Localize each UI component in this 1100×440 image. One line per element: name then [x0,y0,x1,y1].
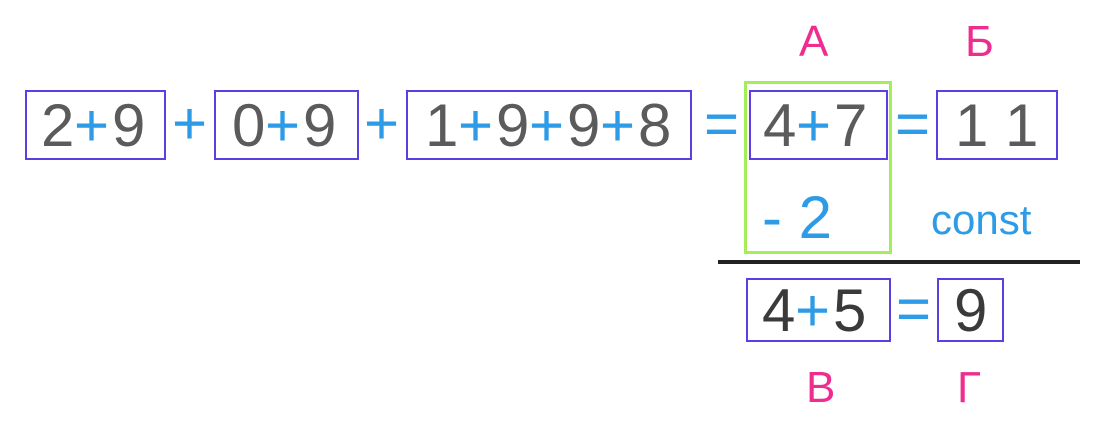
plus-operator: + [74,92,110,159]
digit: 4 [762,277,796,344]
digit: 8 [638,92,672,159]
sum-box-3: 1 + 9 + 9 + 8 [406,90,692,160]
plus-operator: + [458,92,494,159]
result-value: 1 1 [955,92,1039,159]
digit: 4 [763,92,797,159]
label-a: А [799,17,829,66]
result-box-g: 9 [937,278,1004,342]
digit: 9 [112,92,146,159]
digit: 7 [834,92,868,159]
equals-operator: = [896,275,932,342]
plus-operator: + [795,277,831,344]
equals-operator: = [704,90,740,157]
plus-operator: + [364,90,400,157]
plus-operator: + [265,92,301,159]
digit: 2 [41,92,75,159]
digit: 5 [833,277,867,344]
label-g: Г [957,363,981,412]
label-b: Б [965,17,994,66]
digit: 9 [303,92,337,159]
sum-box-a: 4 + 7 [749,90,888,160]
result-value: 9 [954,277,988,344]
result-box-b: 1 1 [936,90,1058,160]
digit: 9 [496,92,530,159]
equals-operator: = [895,90,931,157]
sum-box-2: 0 + 9 [214,90,359,160]
plus-operator: + [172,90,208,157]
sum-box-v: 4 + 5 [746,278,891,342]
plus-operator: + [796,92,832,159]
subtrahend: - 2 [762,184,833,251]
digit: 0 [232,92,266,159]
subtraction-line [718,260,1080,264]
highlight-frame [744,81,892,254]
label-v: В [806,363,836,412]
digit: 9 [567,92,601,159]
sum-box-1: 2 + 9 [25,90,166,160]
plus-operator: + [600,92,636,159]
digit: 1 [425,92,459,159]
plus-operator: + [529,92,565,159]
const-note: const [931,196,1032,243]
